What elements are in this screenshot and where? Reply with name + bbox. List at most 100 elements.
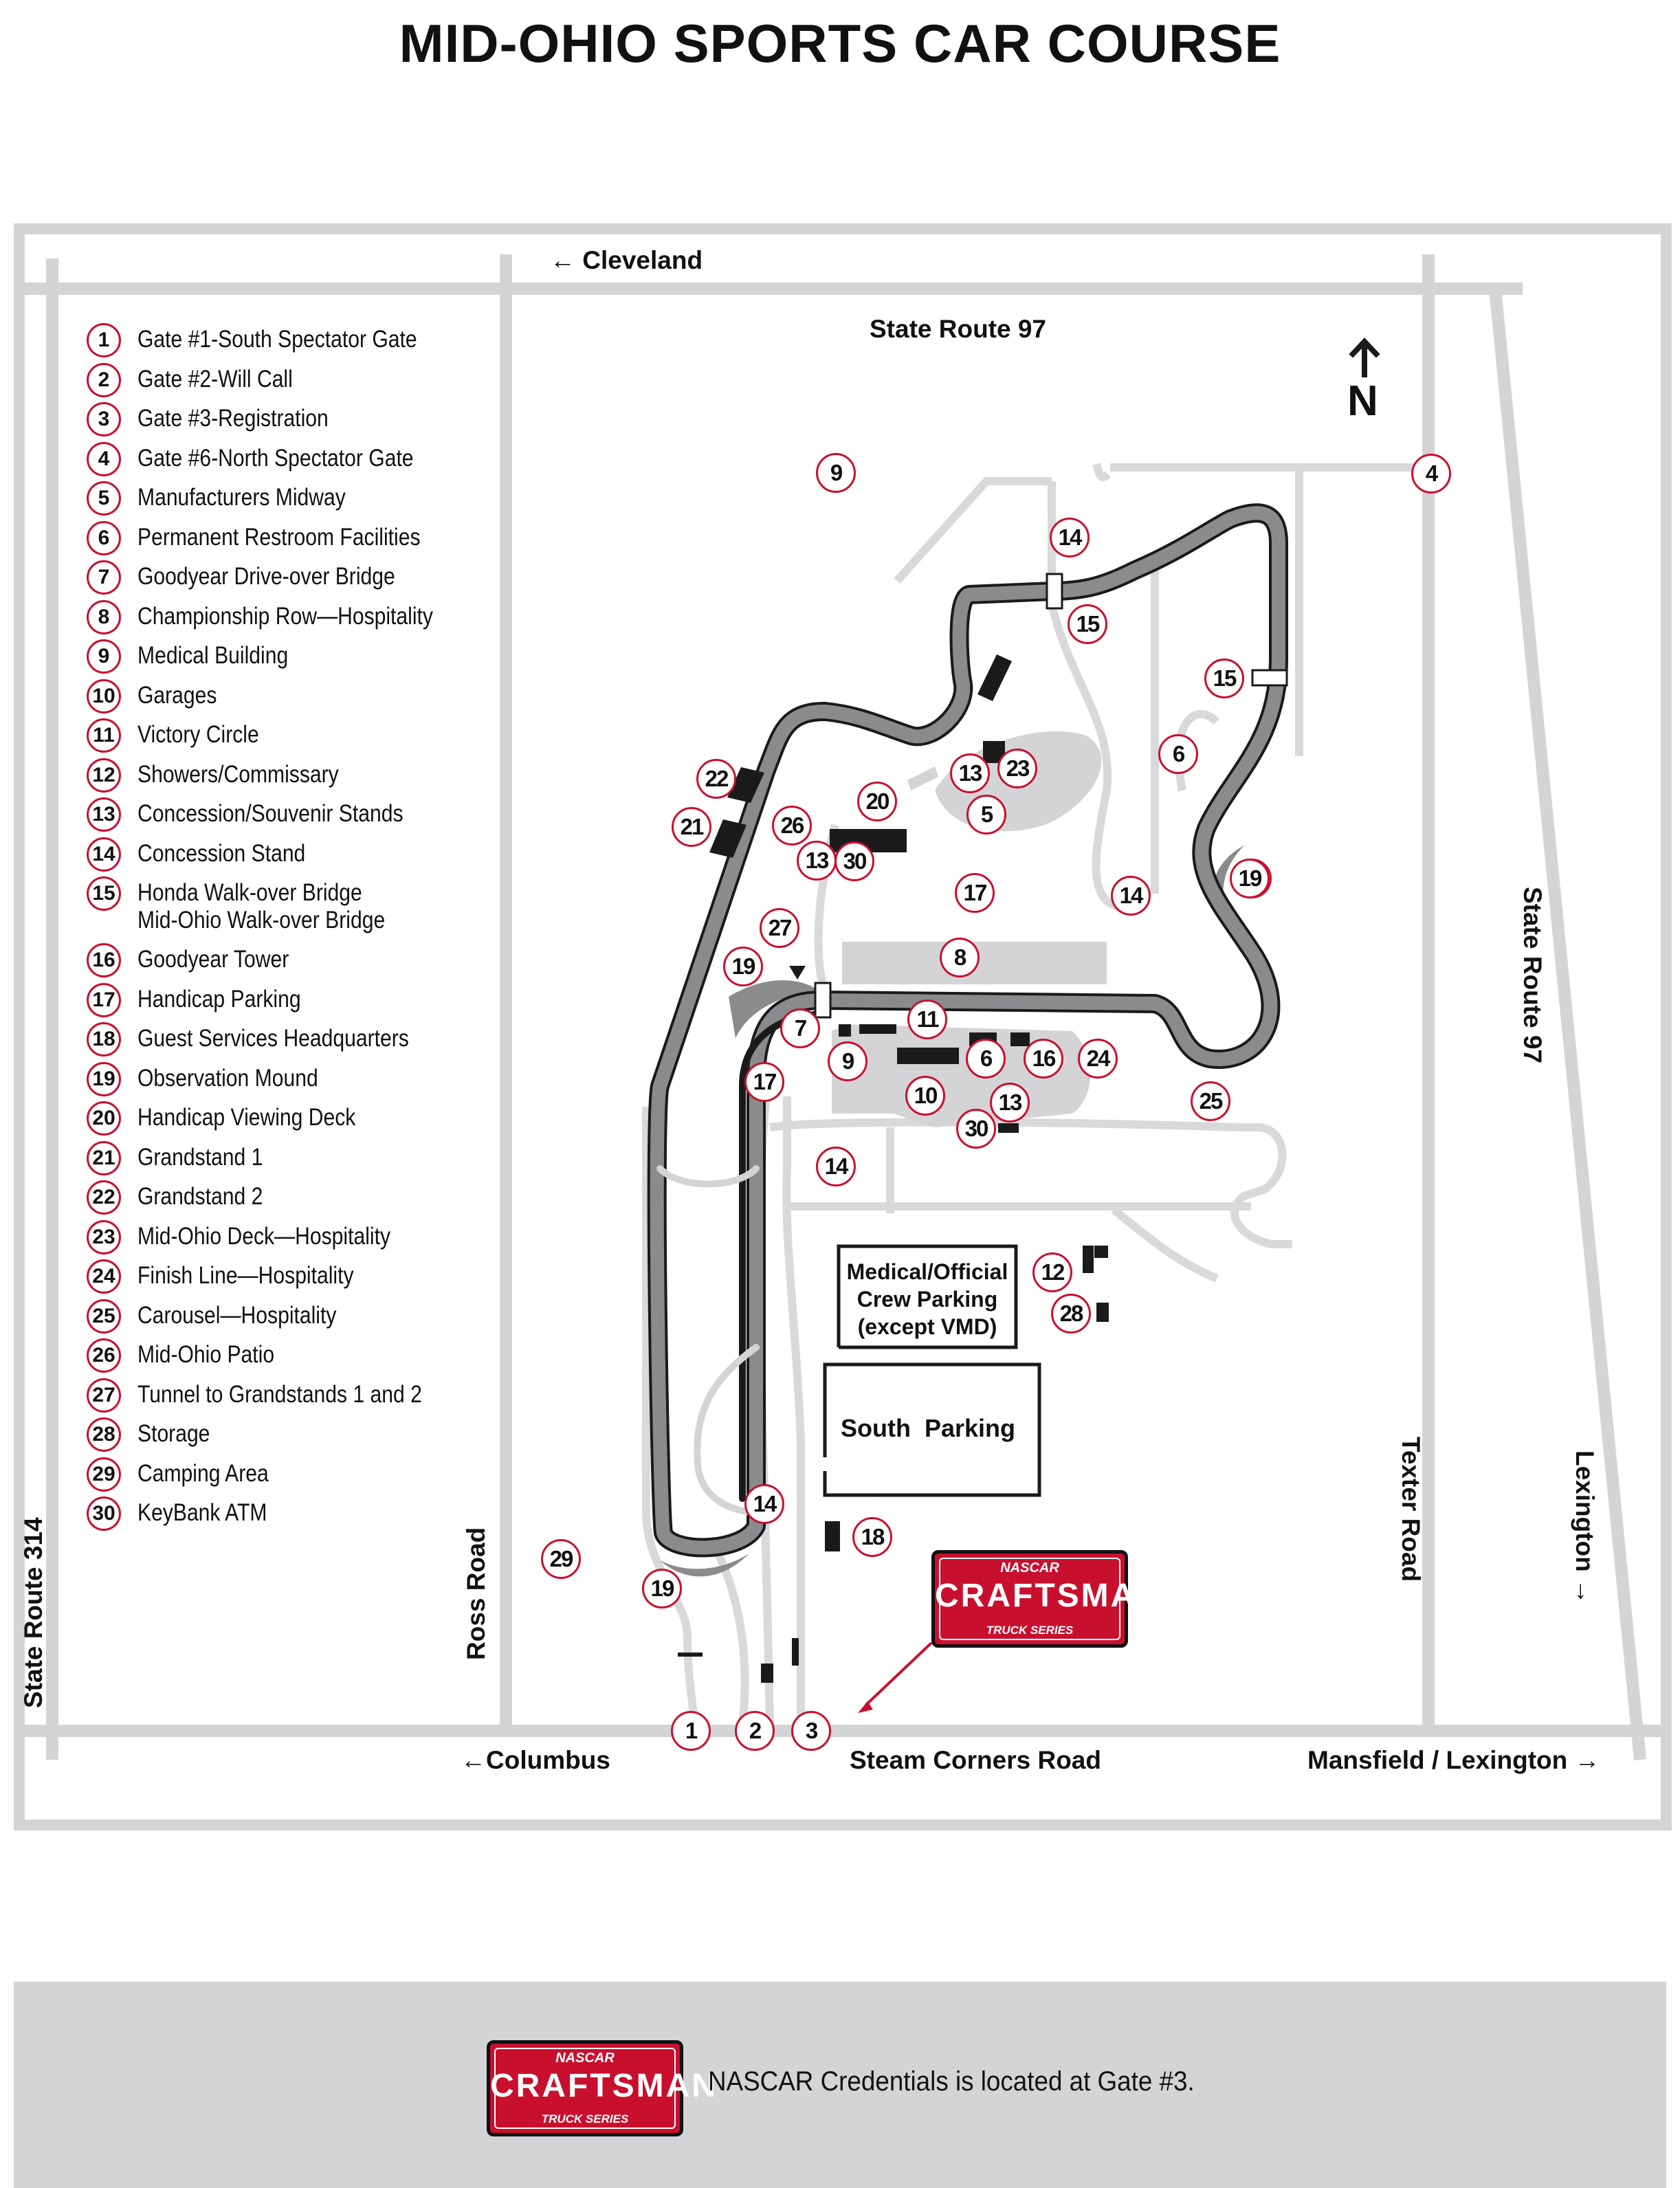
legend-number-badge: 17 (87, 982, 121, 1017)
map-marker-7: 7 (780, 1008, 820, 1048)
map-marker-29: 29 (541, 1539, 581, 1579)
map-marker-8: 8 (940, 938, 980, 977)
map-marker-25: 25 (1191, 1081, 1230, 1121)
map-marker-13: 13 (990, 1083, 1030, 1123)
legend-label: Finish Line—Hospitality (137, 1262, 354, 1289)
legend-number-badge: 22 (87, 1180, 121, 1215)
legend-number-badge: 25 (87, 1299, 121, 1334)
map-marker-10: 10 (905, 1076, 945, 1116)
map-marker-1: 1 (671, 1711, 711, 1751)
map-marker-12: 12 (1032, 1252, 1072, 1292)
roads (19, 254, 1666, 1760)
legend-label: Medical Building (137, 642, 289, 669)
legend-label: Gate #3-Registration (137, 405, 329, 432)
legend-label: Championship Row—Hospitality (137, 602, 433, 630)
legend-label: Concession/Souvenir Stands (137, 800, 404, 827)
map-marker-23: 23 (997, 749, 1037, 788)
legend-label: Goodyear Drive-over Bridge (137, 563, 395, 590)
legend-label: Grandstand 2 (137, 1183, 263, 1210)
map-marker-15: 15 (1204, 659, 1244, 698)
map-marker-30: 30 (956, 1109, 996, 1149)
craftsman-truck-series-badge: NASCAR CRAFTSMAN TRUCK SERIES (931, 1550, 1160, 1648)
legend-label: Showers/Commissary (137, 760, 339, 788)
map-marker-14: 14 (1050, 518, 1090, 557)
map-marker-19: 19 (1230, 859, 1270, 898)
legend-number-badge: 13 (87, 797, 121, 832)
texter-road-label: Texter Road (1397, 1437, 1425, 1582)
map-marker-24: 24 (1078, 1039, 1118, 1079)
map-marker-17: 17 (955, 873, 995, 913)
map-marker-13: 13 (950, 753, 990, 793)
map-marker-5: 5 (966, 795, 1006, 835)
legend-number-badge: 20 (87, 1101, 121, 1136)
map-marker-14: 14 (1111, 876, 1151, 916)
medical-parking-line-2: Crew Parking (856, 1287, 998, 1312)
legend-number-badge: 11 (87, 718, 121, 753)
legend-label: Manufacturers Midway (137, 484, 346, 511)
state-route-314-label: State Route 314 (19, 1517, 47, 1708)
legend-label: Honda Walk-over Bridge Mid-Ohio Walk-ove… (137, 879, 386, 933)
tunnel-marker (789, 966, 806, 980)
map-marker-18: 18 (852, 1517, 892, 1557)
legend-number-badge: 27 (87, 1378, 121, 1413)
compass-n-label: N (1347, 377, 1378, 425)
legend-label: Handicap Viewing Deck (137, 1104, 356, 1131)
medical-parking-line-3: (except VMD) (857, 1314, 997, 1339)
map-marker-22: 22 (696, 759, 736, 799)
legend-label: Gate #1-South Spectator Gate (137, 326, 417, 353)
map-marker-17: 17 (744, 1062, 784, 1102)
map-marker-6: 6 (966, 1039, 1006, 1079)
map-marker-4: 4 (1411, 454, 1451, 494)
page-title: MID-OHIO SPORTS CAR COURSE (399, 13, 1281, 74)
badge-border (939, 1558, 1120, 1640)
footer-note: NASCAR Credentials is located at Gate #3… (708, 2066, 1195, 2097)
road-frame (14, 223, 1672, 1831)
map-marker-27: 27 (760, 908, 799, 948)
legend-number-badge: 18 (87, 1022, 121, 1057)
columbus-label: ←Columbus (461, 1746, 610, 1774)
footer-badge-nascar-text: NASCAR (555, 2051, 615, 2066)
buildings (678, 654, 1109, 1683)
legend-number-badge: 5 (87, 481, 121, 516)
legend-label: Camping Area (137, 1459, 269, 1487)
legend-number-badge: 8 (87, 599, 121, 634)
parking-outlines (823, 1244, 1041, 1497)
south-parking-label: South Parking (840, 1414, 1016, 1442)
mansfield-lexington-label: Mansfield / Lexington → (1307, 1746, 1600, 1774)
map-marker-20: 20 (857, 782, 897, 821)
badge-nascar-text: NASCAR (1000, 1560, 1059, 1576)
map-marker-13: 13 (797, 841, 837, 881)
legend-label: Goodyear Tower (137, 946, 289, 973)
footer-badge-border (494, 2048, 676, 2129)
map-marker-19: 19 (723, 947, 763, 986)
legend-number-badge: 7 (87, 560, 121, 595)
legend-label: Mid-Ohio Patio (137, 1341, 275, 1368)
legend-number-badge: 10 (87, 678, 121, 714)
map-marker-26: 26 (772, 806, 812, 846)
footer-craftsman-badge: NASCAR CRAFTSMAN TRUCK SERIES (487, 2040, 718, 2136)
legend-label: Garages (137, 681, 217, 709)
state-route-97-top-label: State Route 97 (870, 315, 1047, 343)
medical-parking-line-1: Medical/Official (846, 1259, 1008, 1284)
lexington-label: Lexington → (1571, 1450, 1599, 1605)
legend-label: Handicap Parking (137, 985, 301, 1013)
footer-band (14, 1982, 1666, 2188)
footer-badge-craftsman-text: CRAFTSMAN (490, 2068, 718, 2104)
map-marker-14: 14 (744, 1484, 784, 1524)
map-marker-14: 14 (816, 1147, 856, 1186)
legend-number-badge: 14 (87, 837, 121, 872)
legend-number-badge: 9 (87, 639, 121, 674)
map-marker-6: 6 (1158, 734, 1198, 774)
legend-label: Grandstand 1 (137, 1143, 263, 1171)
legend-number-badge: 28 (87, 1417, 121, 1452)
legend-label: Gate #6-North Spectator Gate (137, 444, 414, 472)
legend-label: Observation Mound (137, 1064, 318, 1092)
legend-label: Storage (137, 1420, 210, 1447)
map-marker-9: 9 (828, 1041, 867, 1081)
legend-number-badge: 30 (87, 1496, 121, 1531)
medical-parking-label: Medical/Official Crew Parking (except VM… (840, 1258, 1015, 1340)
legend-label: Tunnel to Grandstands 1 and 2 (137, 1380, 422, 1408)
legend-number-badge: 3 (87, 402, 121, 437)
legend-label: Carousel—Hospitality (137, 1301, 337, 1329)
legend-number-badge: 21 (87, 1140, 121, 1175)
